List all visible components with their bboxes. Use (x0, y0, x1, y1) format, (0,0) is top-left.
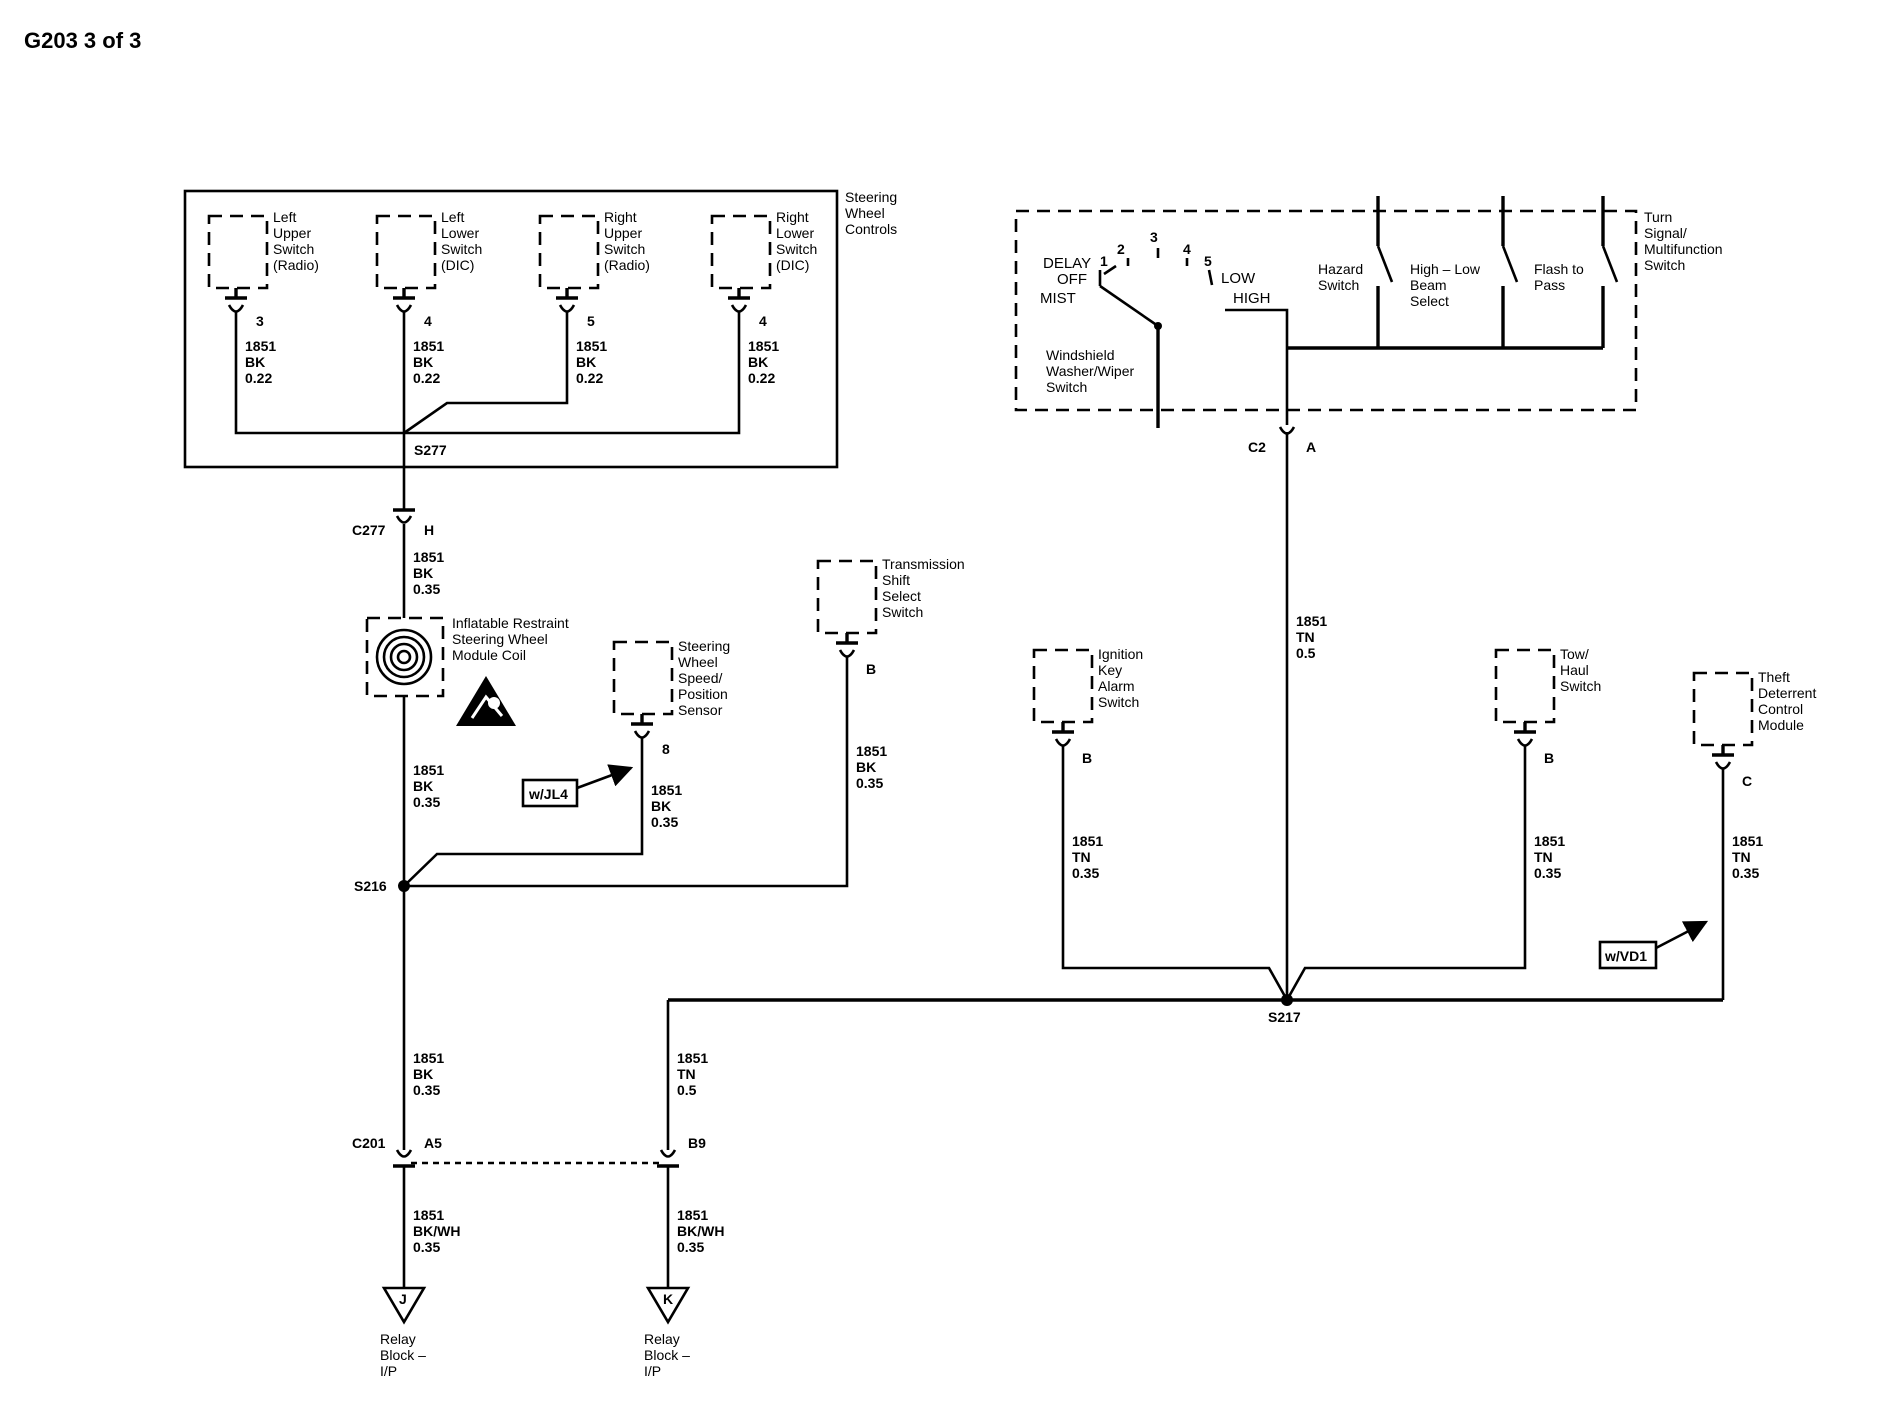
multifunction-switch-box (1014, 209, 1638, 412)
connector-c201-label: C201 (352, 1135, 386, 1151)
pin-b9: B9 (688, 1135, 706, 1151)
svg-text:2: 2 (1117, 241, 1125, 257)
airbag-warning-icon (456, 676, 516, 726)
windshield-wiper-switch: DELAY 1 2 3 4 5 OFF MIST LOW HIGH Windsh… (1040, 229, 1289, 428)
svg-text:J: J (399, 1291, 407, 1307)
steering-wheel-controls-label: Steering Wheel Controls (845, 189, 901, 237)
svg-text:LOW: LOW (1221, 270, 1256, 287)
connector-c2: C2 (1248, 439, 1266, 455)
svg-text:MIST: MIST (1040, 290, 1076, 307)
pin-4b: 4 (759, 313, 767, 329)
pin-b-tow: B (1544, 750, 1554, 766)
connector-c277: C277 (352, 522, 386, 538)
pin-a: A (1306, 439, 1316, 455)
splice-s216: S216 (354, 878, 387, 894)
svg-text:4: 4 (1183, 241, 1191, 257)
svg-text:1: 1 (1100, 253, 1108, 269)
svg-text:3: 3 (1150, 229, 1158, 245)
svg-text:HIGH: HIGH (1233, 290, 1271, 307)
diagram-title: G203 3 of 3 (24, 28, 141, 53)
pin-h: H (424, 522, 434, 538)
pin-a5: A5 (424, 1135, 442, 1151)
option-w-vd1: w/VD1 (1598, 920, 1709, 970)
svg-text:w/VD1: w/VD1 (1604, 948, 1647, 964)
svg-text:5: 5 (1204, 253, 1212, 269)
svg-text:w/JL4: w/JL4 (528, 786, 568, 802)
pin-b-ignition: B (1082, 750, 1092, 766)
pin-b-trans: B (866, 661, 876, 677)
splice-s217: S217 (1268, 1009, 1301, 1025)
option-w-jl4: w/JL4 (521, 764, 634, 808)
pin-5: 5 (587, 313, 595, 329)
steering-wheel-controls-box (183, 189, 839, 469)
svg-text:OFF: OFF (1057, 271, 1087, 288)
svg-text:K: K (663, 1291, 673, 1307)
pin-c: C (1742, 773, 1752, 789)
splice-s277: S277 (414, 442, 447, 458)
pin-4: 4 (424, 313, 432, 329)
pin-8: 8 (662, 741, 670, 757)
pin-3: 3 (256, 313, 264, 329)
svg-text:DELAY: DELAY (1043, 255, 1091, 272)
